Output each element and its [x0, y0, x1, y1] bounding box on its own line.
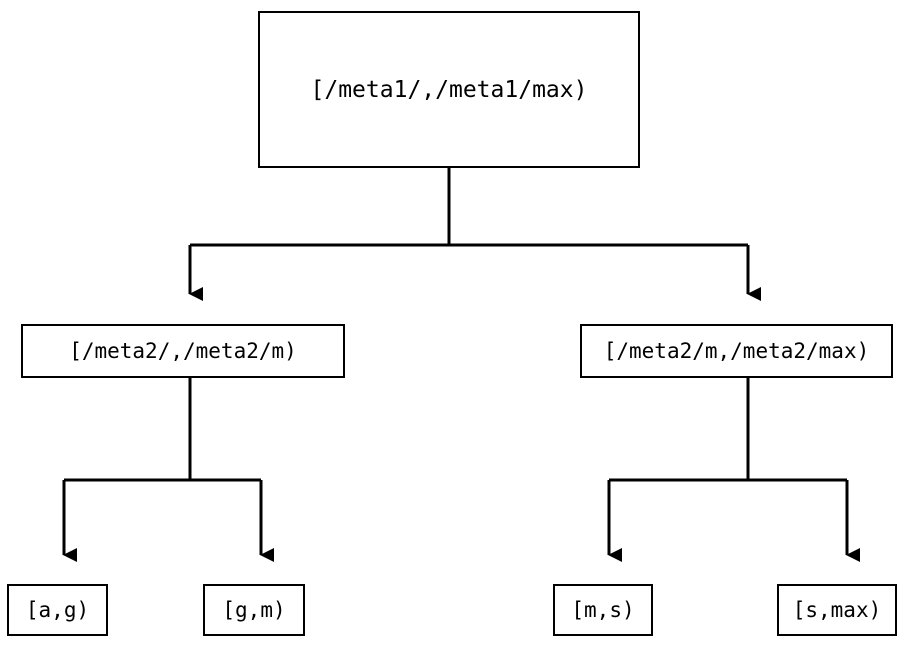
edge-root-to-mid-bus: [190, 168, 748, 247]
tree-node-leaf-gm-label: [g,m): [222, 598, 286, 622]
tree-node-leaf-ag-label: [a,g): [25, 598, 90, 622]
tree-node-leaf-smax: [s,max): [777, 584, 897, 636]
tree-node-mid-left-label: [/meta2/,/meta2/m): [69, 339, 297, 363]
tree-node-mid-left: [/meta2/,/meta2/m): [21, 324, 345, 378]
tree-node-leaf-smax-label: [s,max): [792, 598, 882, 622]
tree-node-mid-right: [/meta2/m,/meta2/max): [580, 324, 893, 378]
tree-node-leaf-gm: [g,m): [203, 584, 305, 636]
edge-mid-left-to-leaf-bus: [64, 378, 261, 482]
edge-mid-right-to-leaf-bus: [609, 378, 847, 482]
tree-node-leaf-ms-label: [m,s): [571, 598, 635, 622]
tree-node-root-label: [/meta1/,/meta1/max): [310, 76, 588, 103]
tree-node-leaf-ms: [m,s): [553, 584, 653, 636]
tree-node-mid-right-label: [/meta2/m,/meta2/max): [603, 339, 870, 363]
tree-node-root: [/meta1/,/meta1/max): [258, 11, 640, 168]
tree-node-leaf-ag: [a,g): [7, 584, 108, 636]
